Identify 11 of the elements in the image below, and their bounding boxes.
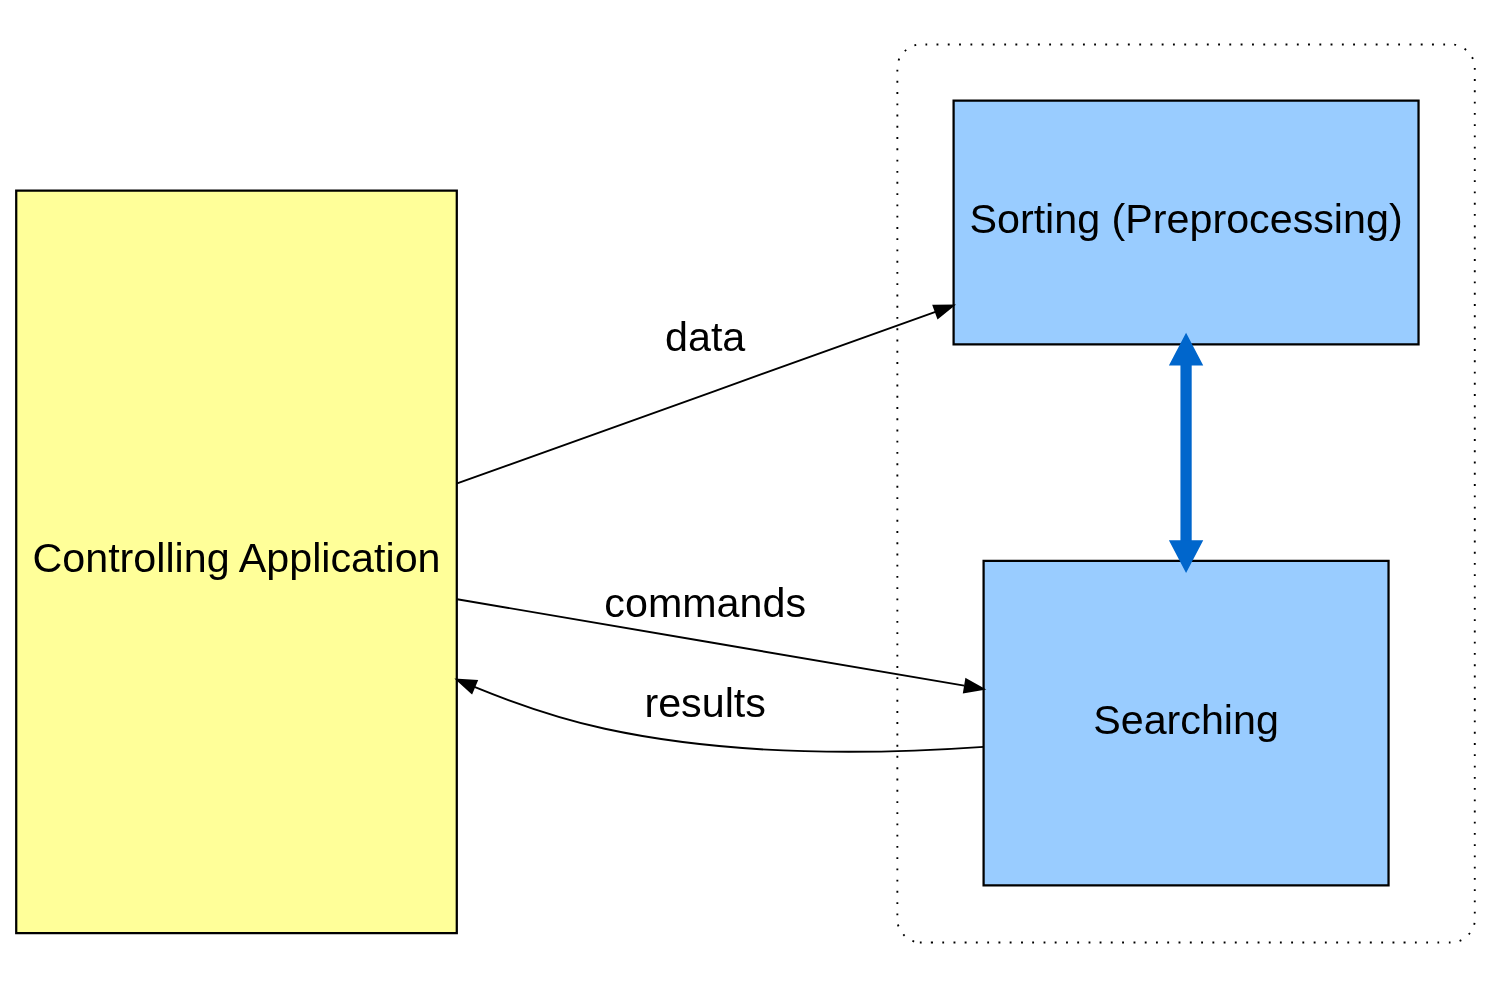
- edge-label: commands: [604, 580, 807, 627]
- arrow: [456, 304, 957, 485]
- node-box: Searching: [982, 559, 1390, 887]
- edge-label: results: [644, 679, 766, 726]
- cluster: [896, 43, 1476, 944]
- arrow: [456, 598, 987, 694]
- arrow: [454, 678, 985, 753]
- node-box: Controlling Application: [15, 189, 458, 935]
- edge-label: data: [665, 314, 746, 361]
- node-box: Sorting (Preprocessing): [952, 99, 1420, 346]
- arrow: [1168, 332, 1204, 573]
